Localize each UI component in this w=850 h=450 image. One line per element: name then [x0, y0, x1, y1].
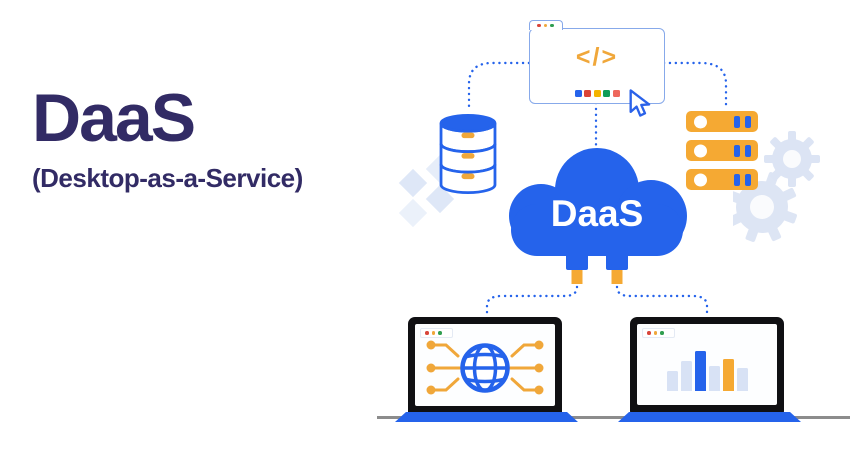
server-led-circle [694, 144, 707, 157]
circuit-dots [426, 340, 544, 395]
cursor-icon [629, 89, 651, 117]
server-led-circle [694, 173, 707, 186]
window-tab [528, 20, 563, 30]
decor-diamond [398, 198, 428, 228]
server-slot [734, 173, 740, 186]
tab-dot-orange [653, 331, 657, 335]
dotted-connector-cloud-laptop-left [485, 285, 579, 316]
dotted-connector-window-database [467, 61, 531, 112]
pixel-salmon [612, 90, 620, 97]
page-title: DaaS [32, 80, 196, 156]
code-window: </> [528, 20, 665, 117]
tab-dot-red [537, 23, 541, 28]
pixel-row [530, 90, 664, 97]
chart-bar [723, 359, 734, 391]
circuit-lines [433, 343, 537, 392]
decor-diamond [398, 168, 428, 198]
screen-tab [642, 328, 675, 338]
pixel-yellow [593, 90, 601, 97]
server-unit [686, 111, 758, 132]
laptop-left-screen [415, 324, 555, 406]
laptop-right [630, 317, 784, 413]
laptop-left-base [395, 412, 578, 422]
chart-bar [681, 361, 692, 391]
server-icon [686, 111, 758, 190]
database-led [461, 132, 475, 180]
server-slot [745, 115, 751, 128]
gears-decor [733, 131, 820, 242]
tab-dot-green [550, 23, 554, 28]
server-led-circle [694, 115, 707, 128]
tab-dot-red [647, 331, 651, 335]
pixel-blue [574, 90, 582, 97]
page-subtitle: (Desktop-as-a-Service) [32, 163, 303, 193]
chart-bar [709, 366, 720, 391]
cloud-icon [509, 148, 687, 256]
gear-icon [764, 131, 820, 187]
pixel-green [603, 90, 610, 97]
dotted-connector-cloud-laptop-right [615, 285, 709, 316]
screen-tab [420, 328, 453, 338]
laptop-right-base [618, 412, 801, 422]
server-slot [745, 144, 751, 157]
code-icon: </> [575, 43, 619, 71]
chart-bar [695, 351, 706, 391]
server-unit [686, 140, 758, 161]
globe-icon [460, 343, 510, 393]
dotted-connector-window-server [662, 61, 728, 110]
tab-dot-green [660, 331, 664, 335]
title-block: DaaS (Desktop-as-a-Service) [32, 76, 303, 194]
server-slot [734, 115, 740, 128]
plug-stem [611, 270, 623, 284]
cloud-label: DaaS [551, 193, 644, 234]
tab-dot-red [425, 331, 429, 335]
pixel-red [584, 90, 591, 97]
bar-chart-icon [667, 351, 748, 391]
server-slot [745, 173, 751, 186]
globe-network-icon [426, 340, 544, 395]
chart-bar [667, 371, 678, 391]
laptop-right-screen [637, 324, 777, 405]
chart-bar [737, 368, 748, 391]
desk-line [377, 416, 850, 419]
laptop-left [408, 317, 562, 414]
plug-stem [571, 270, 583, 284]
server-unit [686, 169, 758, 190]
tab-dot-orange [431, 331, 435, 335]
tab-dot-green [438, 331, 442, 335]
server-slot [734, 144, 740, 157]
tab-dot-orange [543, 23, 548, 28]
daas-cloud: DaaS [509, 148, 687, 256]
database-icon [439, 114, 497, 194]
